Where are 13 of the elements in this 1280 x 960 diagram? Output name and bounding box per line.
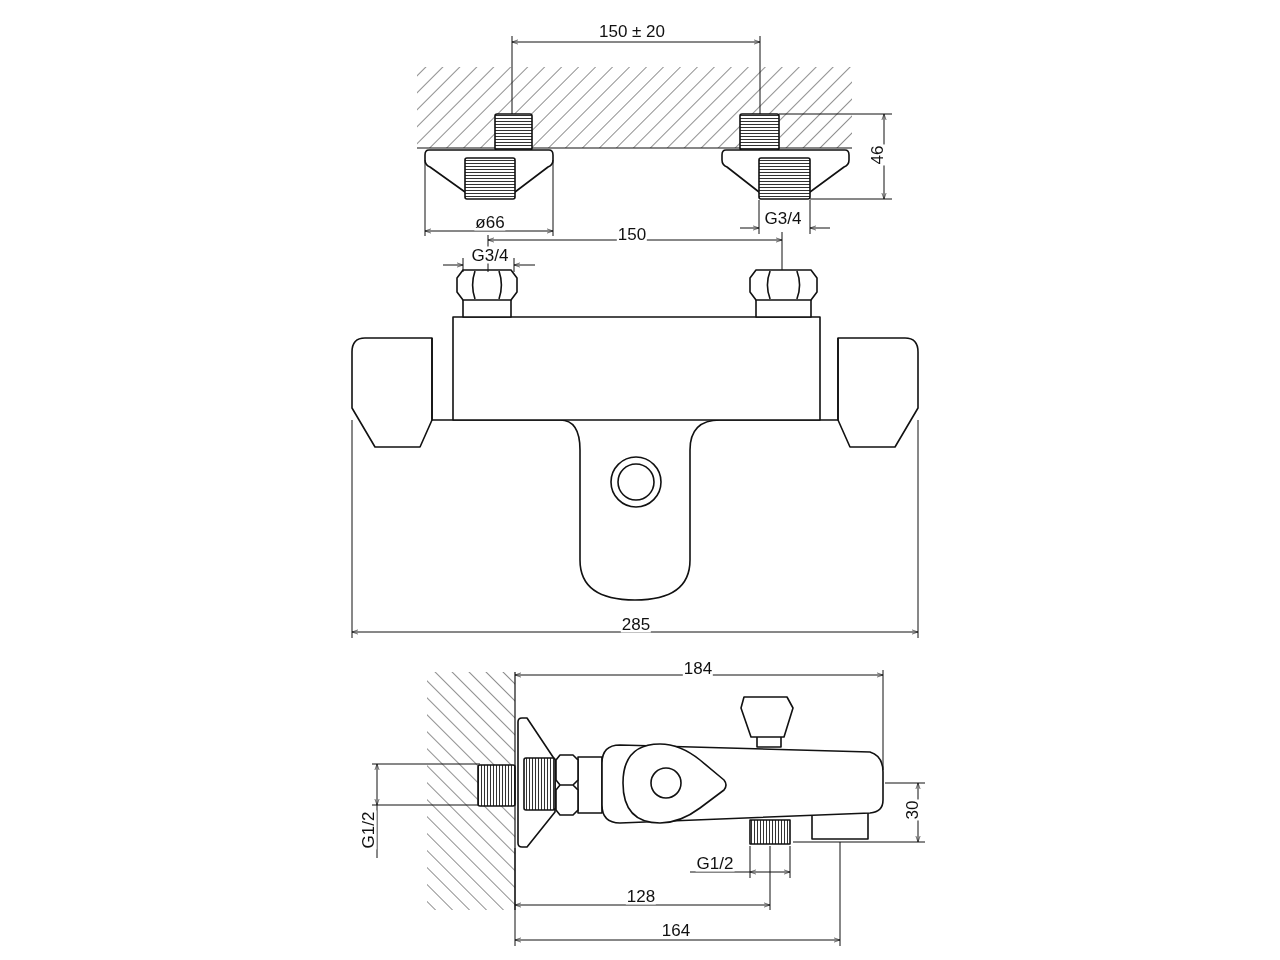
dimension-label: 184: [682, 659, 714, 677]
dimension-label: ø66: [474, 213, 506, 231]
dimension-label: 46: [868, 144, 886, 166]
dimension-label: 30: [903, 799, 921, 821]
dimension-label: G3/4: [470, 246, 510, 264]
dimension-label: 285: [620, 615, 652, 633]
dimension-label: G1/2: [695, 854, 735, 872]
dimension-label: G1/2: [359, 810, 377, 850]
dimension-label: 150: [616, 225, 648, 243]
dimension-label: 128: [625, 887, 657, 905]
dimension-label: G3/4: [763, 209, 803, 227]
dimension-label: 164: [660, 921, 692, 939]
dimension-label: 150 ± 20: [597, 22, 667, 40]
